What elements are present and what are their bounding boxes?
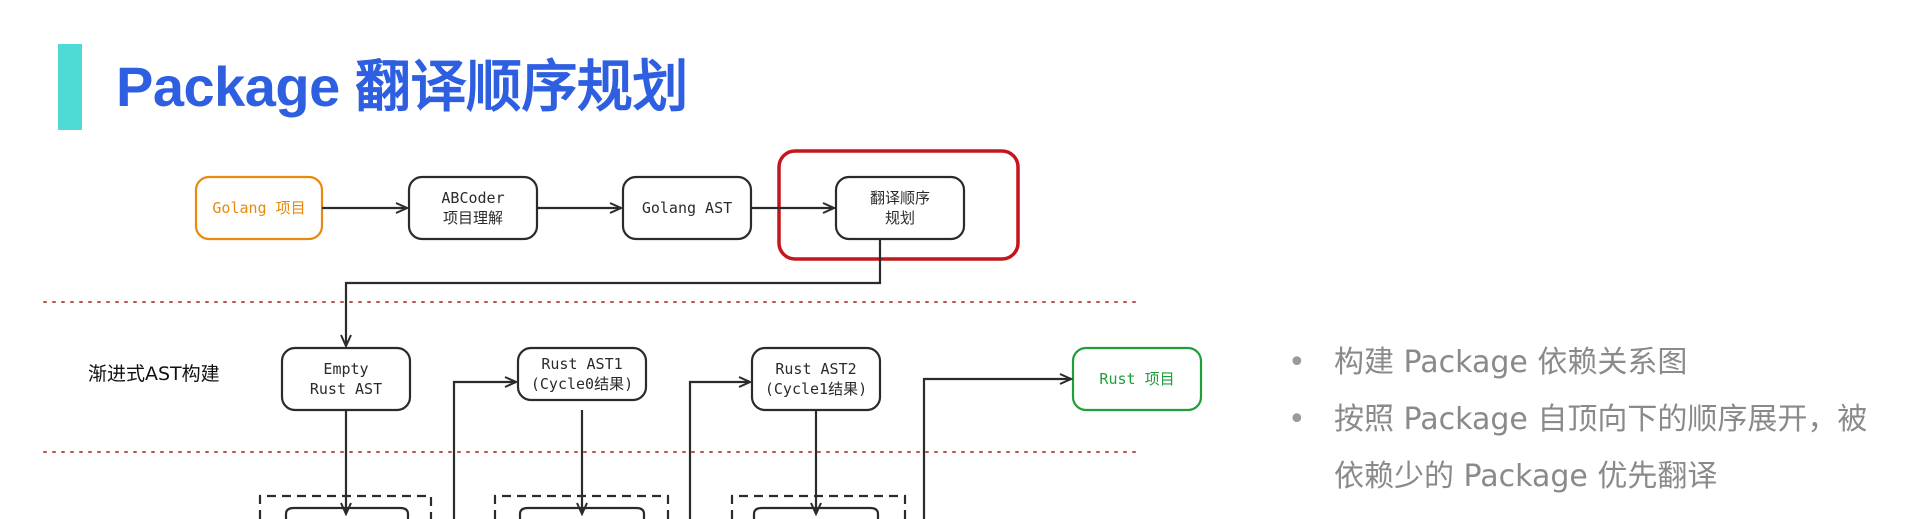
arrow-into-rust-project bbox=[922, 379, 1071, 519]
rust-ast1-label: Rust AST1 (Cycle0结果) bbox=[530, 355, 634, 393]
progressive-ast-row-label: 渐进式AST构建 bbox=[88, 363, 220, 385]
bullet-text: 按照 Package 自顶向下的顺序展开，被依赖少的 Package 优先翻译 bbox=[1334, 402, 1868, 494]
bullet-text: 构建 Package 依赖关系图 bbox=[1334, 345, 1688, 380]
rust-ast1-box bbox=[516, 346, 648, 402]
arrow-into-rust-ast1 bbox=[452, 382, 516, 519]
rust-ast2-label: Rust AST2 (Cycle1结果) bbox=[764, 360, 868, 398]
abcoder-label: ABCoder 项目理解 bbox=[441, 189, 505, 227]
bullet-dot-icon: • bbox=[1288, 345, 1306, 380]
cycle-inner-box-0 bbox=[284, 506, 410, 519]
translation-order-label: 翻译顺序 规划 bbox=[869, 189, 930, 227]
title-accent-bar bbox=[58, 44, 82, 130]
bullet-dot-icon: • bbox=[1288, 402, 1306, 437]
translation-order-box bbox=[834, 175, 966, 241]
cycle-frame-2 bbox=[730, 494, 907, 519]
page-title: Package 翻译顺序规划 bbox=[116, 55, 688, 118]
cycle-inner-box-2 bbox=[752, 506, 880, 519]
empty-rust-ast-label: Empty Rust AST bbox=[309, 360, 383, 398]
bullet-item: • 按照 Package 自顶向下的顺序展开，被依赖少的 Package 优先翻… bbox=[1288, 391, 1888, 505]
cycle-frame-1 bbox=[493, 494, 670, 519]
bullet-list: • 构建 Package 依赖关系图 • 按照 Package 自顶向下的顺序展… bbox=[1288, 334, 1888, 505]
golang-ast-label: Golang AST bbox=[641, 199, 733, 217]
golang-project-label: Golang 项目 bbox=[212, 199, 306, 217]
cycle-frame-0 bbox=[258, 494, 433, 519]
cycle-inner-box-1 bbox=[518, 506, 646, 519]
rust-project-box bbox=[1071, 346, 1203, 412]
rust-project-label: Rust 项目 bbox=[1099, 370, 1175, 388]
highlight-frame bbox=[777, 149, 1020, 261]
arrow-order-to-empty-rust-ast bbox=[346, 239, 882, 346]
bullet-item: • 构建 Package 依赖关系图 bbox=[1288, 334, 1888, 391]
arrow-into-rust-ast2 bbox=[688, 382, 750, 519]
